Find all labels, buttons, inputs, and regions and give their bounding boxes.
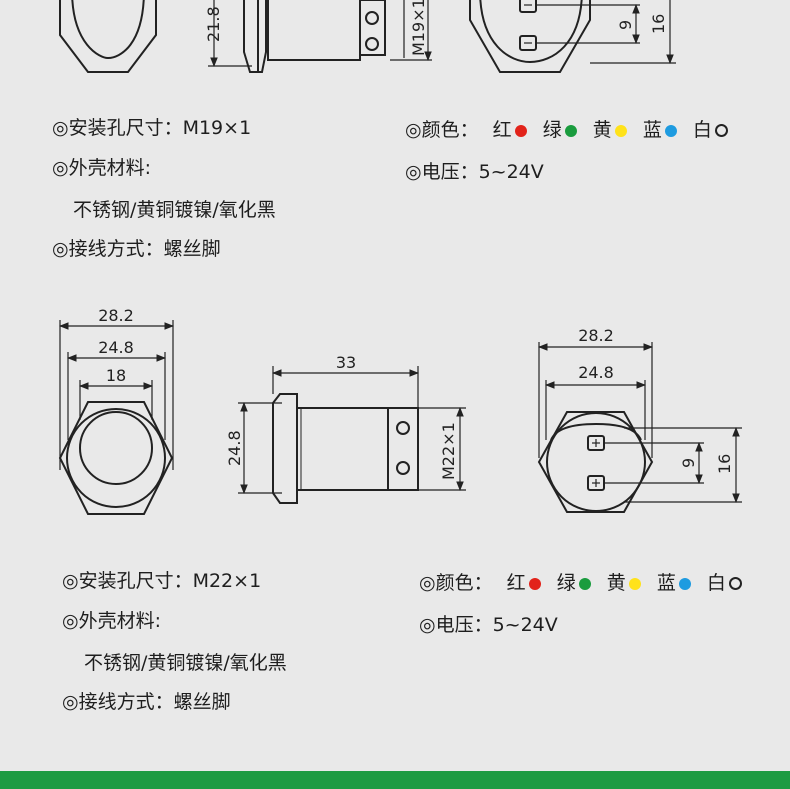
dim-s2-mid-w: 24.8 (98, 338, 134, 357)
s2-color-white: 白 (706, 572, 726, 594)
section2-side-view (238, 366, 466, 504)
dim-s2-right-mid-w: 24.8 (578, 363, 614, 382)
s1-shell-value: 不锈钢/黄铜镀镍/氧化黑 (73, 199, 276, 221)
s2-color-green: 绿 (556, 572, 576, 594)
s2-shell-value: 不锈钢/黄铜镀镍/氧化黑 (84, 652, 287, 674)
dim-s2-outer-w: 28.2 (98, 306, 134, 325)
s1-colors: ◎颜色： 红 绿 黄 蓝 白 (405, 119, 738, 141)
red-dot-icon (514, 125, 527, 137)
dim-s2-height: 24.8 (225, 430, 244, 466)
s2-voltage: ◎电压：5~24V (419, 614, 558, 636)
s1-color-white: 白 (692, 119, 712, 141)
s1-colors-label: ◎颜色： (405, 119, 479, 141)
s2-color-blue: 蓝 (656, 572, 676, 594)
section2-front-view (58, 320, 174, 515)
dim-s1-outer-v: 16 (649, 14, 668, 34)
dim-s2-inner-v: 9 (679, 458, 698, 468)
s1-color-green: 绿 (542, 119, 562, 141)
s2-colors-label: ◎颜色： (419, 572, 493, 594)
section1-front-view (59, 0, 157, 73)
s2-color-yellow: 黄 (606, 572, 626, 594)
yellow-dot-icon (614, 125, 627, 137)
yellow-dot-icon (628, 578, 641, 590)
dim-s1-thread: M19×1 (409, 0, 428, 56)
s1-voltage: ◎电压：5~24V (405, 161, 544, 183)
dim-s2-outer-v: 16 (715, 454, 734, 474)
blue-dot-icon (678, 578, 691, 590)
s2-mount-hole: ◎安装孔尺寸：M22×1 (62, 570, 262, 592)
section2-rear-view (537, 342, 742, 513)
s1-shell-label: ◎外壳材料: (52, 157, 151, 179)
section1-rear-view (469, 0, 676, 73)
s1-mount-hole: ◎安装孔尺寸：M19×1 (52, 117, 252, 139)
s2-shell-label: ◎外壳材料: (62, 610, 161, 632)
s2-colors: ◎颜色： 红 绿 黄 蓝 白 (419, 572, 752, 594)
s1-wiring: ◎接线方式：螺丝脚 (52, 238, 221, 260)
green-dot-icon (564, 125, 577, 137)
red-dot-icon (528, 578, 541, 590)
dim-s2-length: 33 (336, 353, 356, 372)
dim-s1-side-height: 21.8 (204, 6, 223, 42)
dim-s2-thread: M22×1 (439, 422, 458, 480)
dim-s2-right-outer-w: 28.2 (578, 326, 614, 345)
footer-bar (0, 771, 790, 789)
section1-side-view (208, 0, 432, 73)
dim-s2-inner-w: 18 (106, 366, 126, 385)
white-dot-icon (728, 577, 742, 590)
s2-wiring: ◎接线方式：螺丝脚 (62, 691, 231, 713)
s1-color-yellow: 黄 (592, 119, 612, 141)
green-dot-icon (578, 578, 591, 590)
s2-color-red: 红 (506, 572, 526, 594)
dim-s1-inner-v: 9 (616, 20, 635, 30)
s1-color-red: 红 (492, 119, 512, 141)
blue-dot-icon (664, 125, 677, 137)
white-dot-icon (714, 124, 728, 137)
s1-color-blue: 蓝 (642, 119, 662, 141)
